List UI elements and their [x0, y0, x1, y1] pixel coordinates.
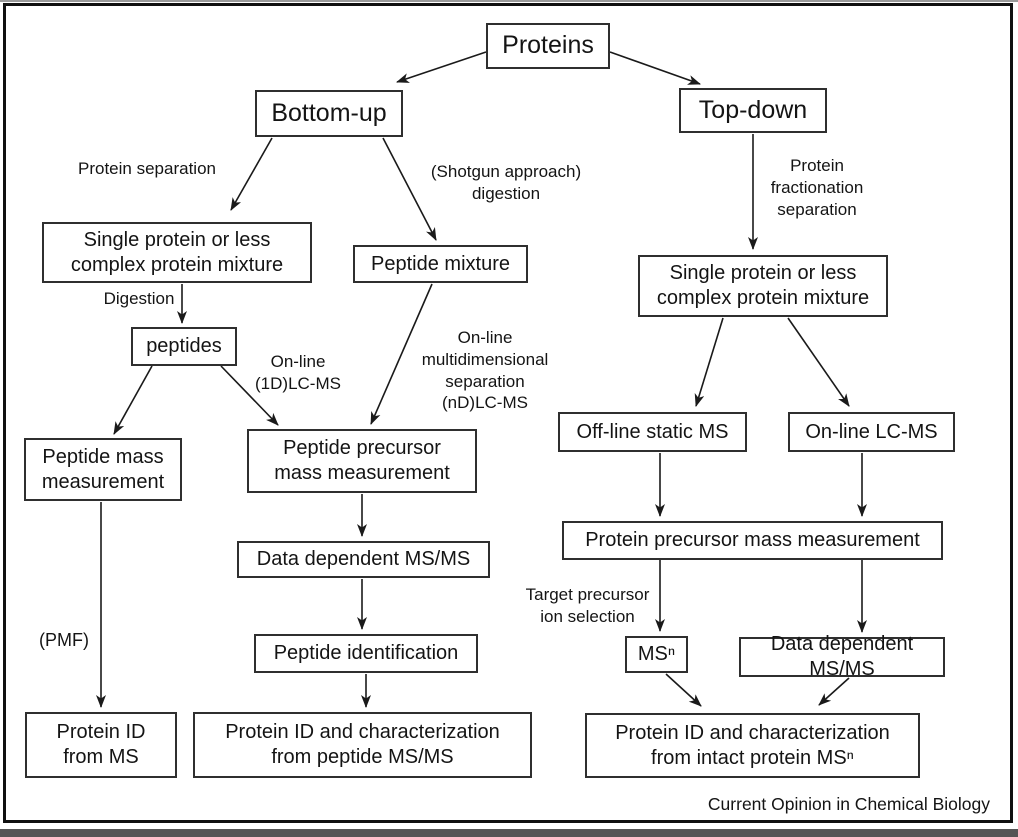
arrow-proteins-to-bottom-up [396, 51, 487, 83]
arrow-single-protein-to-offline-ms [694, 317, 724, 407]
arrow-peptides-to-peptide-mass [113, 365, 153, 435]
arrow-msn-to-protein-id-intact [665, 673, 702, 707]
arrow-data-dependent-to-protein-id-intact [818, 677, 850, 706]
arrow-bottomup-to-peptide-mixture [382, 137, 437, 241]
node-peptide-identification: Peptide identification [254, 634, 478, 673]
node-msn: MSⁿ [625, 636, 688, 673]
label-protein-fractionation: Protein fractionation separation [770, 156, 864, 219]
node-single-protein-right: Single protein or less complex protein m… [638, 255, 888, 317]
node-protein-id-from-ms: Protein ID from MS [25, 712, 177, 778]
arrow-peptides-to-peptide-precursor [220, 365, 279, 426]
bottom-edge-bar [0, 829, 1018, 837]
arrow-peptide-mixture-to-peptide-precursor [370, 283, 433, 425]
node-proteins: Proteins [486, 23, 610, 69]
node-peptides: peptides [131, 327, 237, 366]
node-online-lcms: On-line LC-MS [788, 412, 955, 452]
node-peptide-mixture: Peptide mixture [353, 245, 528, 283]
label-shotgun-digestion: (Shotgun approach) digestion [430, 162, 582, 203]
journal-caption: Current Opinion in Chemical Biology [707, 794, 990, 814]
label-online-multidimensional: On-line multidimensional separation (nD)… [421, 328, 549, 413]
arrow-single-protein-to-online-lcms [787, 317, 850, 407]
node-offline-static-ms: Off-line static MS [558, 412, 747, 452]
node-data-dependent-msms-right: Data dependent MS/MS [739, 633, 945, 680]
node-protein-id-char-intact: Protein ID and characterization from int… [585, 713, 920, 778]
arrow-bottomup-to-single-protein [230, 137, 273, 211]
node-data-dependent-msms-left: Data dependent MS/MS [237, 541, 490, 578]
node-protein-precursor-mass: Protein precursor mass measurement [562, 521, 943, 560]
label-target-precursor: Target precursor ion selection [525, 585, 650, 626]
top-edge-line [0, 0, 1018, 2]
node-peptide-precursor-mass: Peptide precursor mass measurement [247, 429, 477, 493]
label-protein-separation: Protein separation [78, 159, 216, 178]
node-single-protein-left: Single protein or less complex protein m… [42, 222, 312, 283]
label-online-1d-lcms: On-line (1D)LC-MS [255, 352, 341, 393]
arrow-proteins-to-top-down [609, 51, 701, 85]
label-digestion: Digestion [103, 289, 175, 308]
node-top-down: Top-down [679, 88, 827, 133]
node-protein-id-char-peptide: Protein ID and characterization from pep… [193, 712, 532, 778]
node-bottom-up: Bottom-up [255, 90, 403, 137]
node-peptide-mass-measurement: Peptide mass measurement [24, 438, 182, 501]
label-pmf: (PMF) [39, 630, 89, 650]
